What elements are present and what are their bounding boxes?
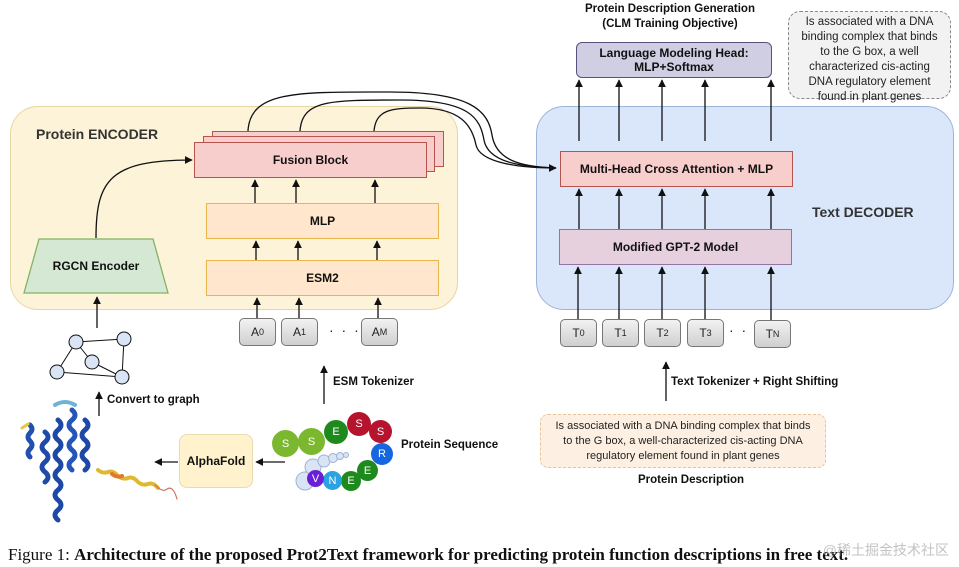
text-decoder-title: Text DECODER bbox=[812, 204, 914, 220]
generated-description-box: Is associated with a DNA binding complex… bbox=[788, 11, 951, 103]
generated-line: DNA regulatory element bbox=[808, 75, 931, 88]
decoder-token-ellipsis: · · · bbox=[729, 322, 761, 338]
esm2-label: ESM2 bbox=[306, 271, 339, 285]
residue-s: S bbox=[298, 428, 325, 455]
residue-e: E bbox=[341, 471, 361, 491]
residue-s: S bbox=[369, 420, 392, 443]
lm-head-label-line1: Language Modeling Head: bbox=[599, 45, 749, 60]
protein-sequence-label: Protein Sequence bbox=[401, 439, 499, 451]
rgcn-encoder: RGCN Encoder bbox=[22, 238, 170, 294]
residue-e: E bbox=[324, 420, 348, 444]
esm-tokenizer-label: ESM Tokenizer bbox=[333, 376, 414, 388]
esm2-block: ESM2 bbox=[206, 260, 439, 296]
lm-head-label-line2: MLP+Softmax bbox=[634, 60, 714, 74]
encoder-token-ellipsis: · · · bbox=[329, 322, 361, 338]
convert-to-graph-label: Convert to graph bbox=[107, 394, 200, 406]
protein-description-label: Protein Description bbox=[638, 474, 745, 486]
protein-graph-icon bbox=[49, 331, 132, 385]
gpt2-block: Modified GPT-2 Model bbox=[559, 229, 792, 265]
text-tokenizer-label: Text Tokenizer + Right Shifting bbox=[671, 376, 839, 388]
generated-line: binding complex that binds bbox=[801, 30, 938, 43]
generation-title: Protein Description Generation (CLM Trai… bbox=[560, 2, 780, 32]
description-line: Is associated with a DNA binding complex… bbox=[555, 420, 811, 432]
caption-text: Architecture of the proposed Prot2Text f… bbox=[74, 545, 849, 564]
rgcn-encoder-shape bbox=[23, 238, 169, 294]
protein-encoder-title: Protein ENCODER bbox=[36, 126, 159, 142]
cross-attention-block: Multi-Head Cross Attention + MLP bbox=[560, 151, 793, 187]
mlp-block: MLP bbox=[206, 203, 439, 239]
generated-line: found in plant genes bbox=[817, 90, 922, 103]
residue-e: E bbox=[357, 460, 378, 481]
description-line: regulatory element found in plant genes bbox=[586, 449, 780, 462]
mlp-label: MLP bbox=[309, 214, 336, 228]
watermark: @稀土掘金技术社区 bbox=[822, 542, 949, 558]
residue-r: R bbox=[371, 443, 393, 465]
residue-s: S bbox=[272, 430, 299, 457]
generated-line: Is associated with a DNA bbox=[805, 16, 934, 28]
description-line: to the G box, a well-characterized cis-a… bbox=[563, 434, 803, 447]
generated-line: characterized cis-acting bbox=[809, 60, 930, 73]
caption-prefix: Figure 1: bbox=[8, 545, 70, 564]
alphafold-label: AlphaFold bbox=[186, 454, 246, 468]
rgcn-encoder-label: RGCN Encoder bbox=[52, 259, 140, 273]
alphafold-box: AlphaFold bbox=[179, 434, 253, 488]
language-modeling-head: Language Modeling Head:MLP+Softmax bbox=[576, 42, 772, 78]
fusion-block: Fusion Block bbox=[194, 142, 427, 178]
generated-line: to the G box, a well bbox=[820, 45, 919, 58]
protein-structure-icon bbox=[20, 400, 178, 523]
generation-title-line1: Protein Description Generation bbox=[585, 3, 755, 15]
cross-attention-label: Multi-Head Cross Attention + MLP bbox=[579, 162, 774, 176]
residue-v: V bbox=[307, 470, 324, 487]
text-decoder-region bbox=[536, 106, 954, 310]
gpt2-label: Modified GPT-2 Model bbox=[612, 240, 739, 254]
generation-title-line2: (CLM Training Objective) bbox=[602, 17, 738, 30]
figure-caption: Figure 1: Architecture of the proposed P… bbox=[8, 545, 848, 565]
protein-description-box: Is associated with a DNA binding complex… bbox=[540, 414, 826, 468]
residue-s: S bbox=[347, 412, 371, 436]
residue-n: N bbox=[323, 471, 342, 490]
fusion-block-label: Fusion Block bbox=[272, 153, 349, 167]
